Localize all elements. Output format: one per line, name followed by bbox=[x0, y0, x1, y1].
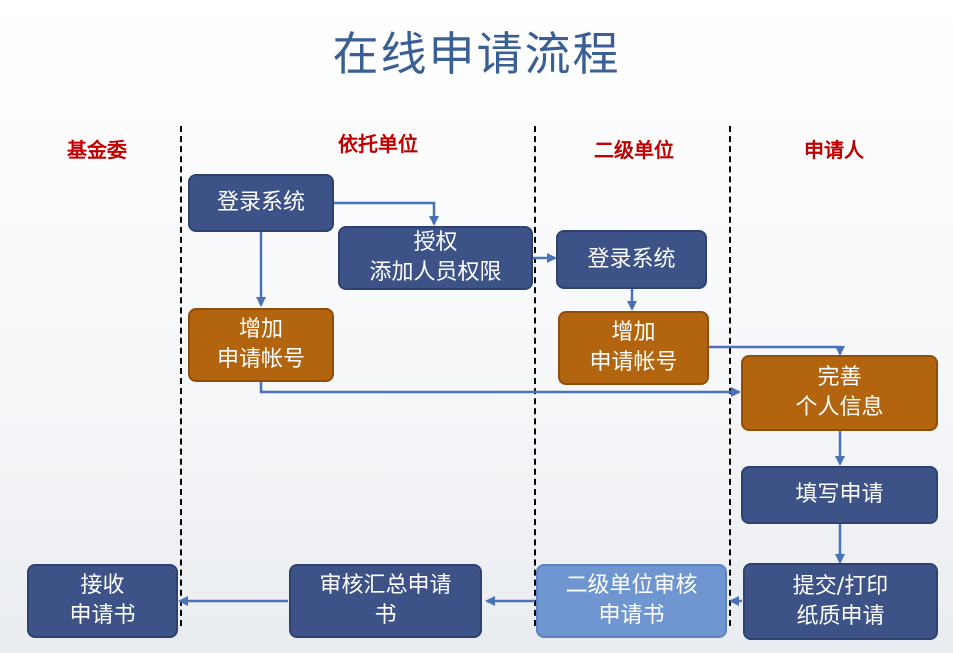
lane-label-secondary: 二级单位 bbox=[594, 138, 674, 162]
step-submit-print: 提交/打印 纸质申请 bbox=[743, 563, 938, 640]
arrow-secondary-add-to-complete bbox=[708, 345, 845, 356]
step-complete-info: 完善 个人信息 bbox=[741, 355, 938, 431]
diagram-title: 在线申请流程 bbox=[332, 27, 621, 81]
step-secondary-login: 登录系统 bbox=[556, 230, 707, 289]
step-secondary-review: 二级单位审核 申请书 bbox=[536, 564, 727, 638]
step-trust-login: 登录系统 bbox=[188, 174, 334, 232]
step-fill-application: 填写申请 bbox=[741, 466, 938, 524]
step-authorize: 授权 添加人员权限 bbox=[338, 226, 533, 290]
arrow-login-to-authorize bbox=[333, 201, 439, 226]
lane-label-fund: 基金委 bbox=[67, 138, 127, 162]
lane-divider-2 bbox=[534, 126, 536, 626]
lane-label-trust: 依托单位 bbox=[338, 132, 418, 156]
arrow-trust-add-to-complete bbox=[259, 382, 741, 397]
step-review-summary: 审核汇总申请 书 bbox=[289, 564, 482, 638]
step-receive: 接收 申请书 bbox=[27, 564, 178, 638]
lane-divider-3 bbox=[729, 126, 731, 626]
lane-label-applicant: 申请人 bbox=[804, 138, 864, 162]
step-trust-add-account: 增加 申请帐号 bbox=[188, 308, 334, 382]
step-secondary-add-account: 增加 申请帐号 bbox=[558, 311, 709, 385]
lane-divider-1 bbox=[180, 126, 182, 626]
